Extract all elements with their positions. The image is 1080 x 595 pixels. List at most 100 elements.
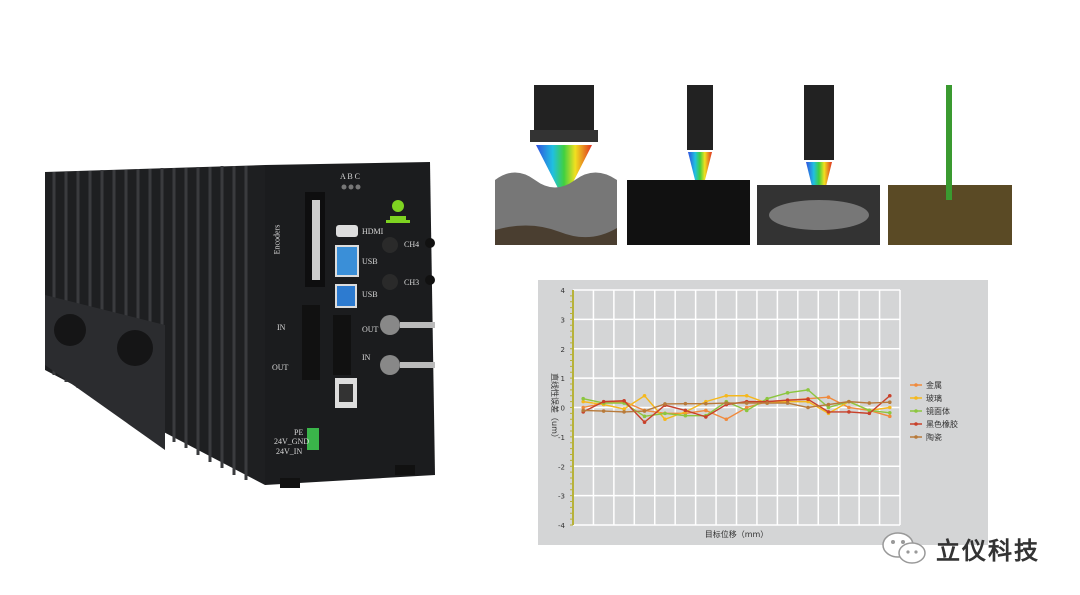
panel-glass bbox=[627, 85, 750, 245]
usb-label-2: USB bbox=[362, 290, 378, 299]
data-point bbox=[704, 415, 708, 419]
sensor-materials-illustration bbox=[495, 85, 1012, 245]
gnd-label: 24V_GND bbox=[274, 437, 310, 446]
data-point bbox=[683, 401, 688, 406]
series-line bbox=[583, 400, 890, 413]
data-point bbox=[704, 408, 708, 413]
data-point bbox=[642, 420, 647, 424]
vin-label: 24V_IN bbox=[276, 447, 303, 456]
data-point bbox=[642, 393, 647, 398]
data-point bbox=[704, 401, 708, 406]
panel-mirror bbox=[757, 85, 880, 245]
pe-label: PE bbox=[294, 428, 304, 437]
data-point bbox=[765, 401, 769, 405]
data-point bbox=[683, 413, 688, 418]
data-point bbox=[806, 405, 810, 410]
bnc-out-label: OUT bbox=[362, 325, 379, 334]
data-point bbox=[744, 408, 749, 413]
data-point bbox=[663, 417, 667, 422]
laser-logo-icon bbox=[386, 200, 410, 223]
data-point bbox=[601, 409, 606, 413]
data-point bbox=[622, 410, 626, 414]
series-line bbox=[583, 396, 890, 421]
y-tick-label: 0 bbox=[561, 405, 565, 413]
usb-label-1: USB bbox=[362, 257, 378, 266]
data-point bbox=[887, 400, 892, 405]
data-point bbox=[683, 408, 688, 413]
data-point bbox=[887, 393, 892, 398]
encoders-label: Encoders bbox=[272, 224, 282, 255]
y-tick-label: 4 bbox=[561, 287, 566, 295]
chart-svg: 4 3 2 1 0 -1 -2 -3 -4 直线性误差（um） 目标位移（mm） 金属玻璃镜面体黑色橡… bbox=[550, 287, 958, 539]
data-point bbox=[642, 409, 647, 413]
legend-label: 黑色橡胶 bbox=[926, 419, 958, 429]
series-line bbox=[583, 394, 890, 421]
legend-marker bbox=[914, 396, 918, 400]
legend-label: 玻璃 bbox=[926, 393, 942, 403]
legend-marker bbox=[914, 422, 918, 426]
data-point bbox=[847, 410, 851, 414]
data-point bbox=[581, 405, 586, 410]
data-point bbox=[642, 414, 647, 419]
data-point bbox=[663, 402, 667, 406]
legend-label: 金属 bbox=[926, 380, 942, 390]
controller-device: A B C Encoders HDMI USB USB CH4 CH3 OUT … bbox=[40, 160, 440, 490]
data-point bbox=[724, 401, 729, 405]
brand-name: 立仪科技 bbox=[936, 536, 1040, 565]
data-point bbox=[826, 402, 831, 407]
panel-rubber bbox=[888, 85, 1012, 245]
y-tick-label: -1 bbox=[558, 434, 565, 442]
y-tick-label: 1 bbox=[561, 375, 565, 383]
data-point bbox=[887, 410, 892, 415]
data-point bbox=[867, 411, 872, 416]
led-labels: A B C bbox=[340, 172, 361, 181]
legend-marker bbox=[914, 435, 918, 439]
panel-metal bbox=[495, 85, 617, 245]
data-point bbox=[601, 399, 606, 404]
y-tick-label: -4 bbox=[558, 522, 566, 530]
data-point bbox=[785, 401, 790, 405]
io-in-label: IN bbox=[277, 323, 286, 332]
data-point bbox=[826, 405, 831, 410]
wechat-icon bbox=[882, 532, 926, 564]
data-point bbox=[867, 408, 872, 413]
data-point bbox=[581, 399, 586, 404]
ch4-label: CH4 bbox=[404, 240, 420, 249]
ch3-label: CH3 bbox=[404, 278, 420, 287]
data-point bbox=[622, 398, 626, 403]
data-point bbox=[581, 396, 586, 401]
legend-label: 陶瓷 bbox=[926, 432, 942, 442]
legend-marker bbox=[914, 383, 918, 387]
data-point bbox=[744, 401, 749, 405]
device-body bbox=[45, 162, 435, 488]
data-point bbox=[887, 414, 892, 419]
bnc-in-label: IN bbox=[362, 353, 371, 362]
data-point bbox=[806, 397, 810, 402]
data-point bbox=[785, 391, 790, 395]
y-tick-label: -3 bbox=[558, 493, 565, 501]
data-point bbox=[581, 408, 586, 413]
data-point bbox=[785, 398, 790, 402]
data-point bbox=[887, 405, 892, 410]
linearity-chart: 4 3 2 1 0 -1 -2 -3 -4 直线性误差（um） 目标位移（mm） 金属玻璃镜面体黑色橡… bbox=[538, 280, 988, 545]
data-point bbox=[724, 393, 729, 398]
data-point bbox=[826, 395, 831, 400]
legend-marker bbox=[914, 409, 918, 413]
data-point bbox=[847, 399, 851, 404]
brand-watermark: 立仪科技 bbox=[880, 530, 1040, 566]
data-point bbox=[765, 396, 769, 401]
y-tick-label: -2 bbox=[558, 463, 565, 471]
legend-label: 镜面体 bbox=[926, 406, 950, 416]
data-point bbox=[724, 417, 729, 422]
y-tick-label: 3 bbox=[561, 316, 565, 324]
series-line bbox=[583, 389, 890, 418]
x-axis-label: 目标位移（mm） bbox=[705, 529, 769, 539]
data-point bbox=[847, 405, 851, 410]
data-point bbox=[867, 401, 872, 405]
data-point bbox=[622, 407, 626, 411]
data-point bbox=[806, 388, 810, 392]
hdmi-label: HDMI bbox=[362, 227, 384, 236]
y-tick-label: 2 bbox=[561, 346, 565, 354]
data-point bbox=[744, 405, 749, 410]
y-axis-label: 直线性误差（um） bbox=[550, 373, 560, 442]
